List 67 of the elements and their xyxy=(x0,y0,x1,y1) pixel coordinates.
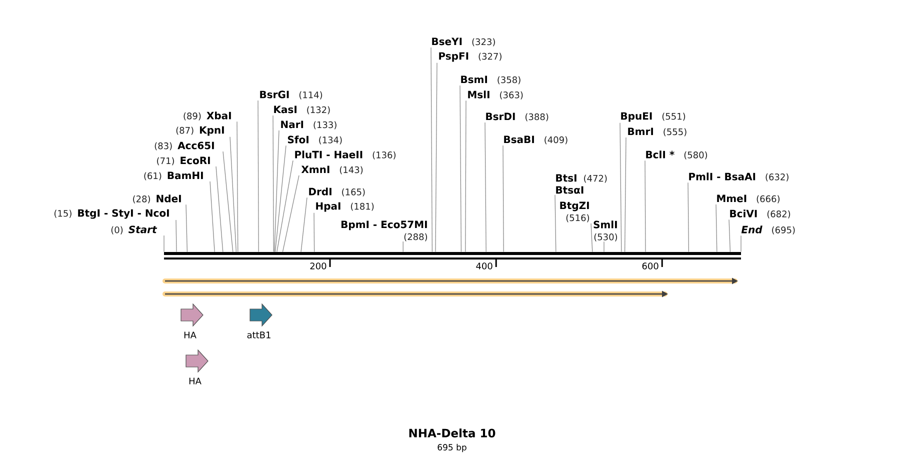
enzyme-label: NarI (133) xyxy=(281,120,336,130)
enzyme-label: (83) Acc65I xyxy=(154,142,214,150)
leader-line xyxy=(210,181,215,252)
leader-line xyxy=(740,235,742,252)
leader-line xyxy=(282,175,300,252)
leader-line xyxy=(236,121,238,252)
enzyme-label: BpmI - Eco57MI (288) xyxy=(341,220,428,242)
leader-line xyxy=(222,151,234,252)
leader-line xyxy=(272,115,274,252)
enzyme-label: BsrGI (114) xyxy=(260,90,322,100)
enzyme-label: MslI (363) xyxy=(468,90,523,100)
leader-line xyxy=(274,145,286,252)
enzyme-label: BtsI (472) BtsαI xyxy=(556,174,607,194)
enzyme-label: PluTI - HaeII (136) xyxy=(295,150,396,160)
enzyme-label: (87) KpnI xyxy=(176,126,224,136)
enzyme-label: BpuEI (551) xyxy=(621,112,686,122)
leader-line xyxy=(402,241,404,252)
leader-line xyxy=(465,100,466,252)
leader-line xyxy=(460,85,462,252)
enzyme-label: End (695) xyxy=(741,226,795,234)
leader-line xyxy=(502,145,504,252)
leader-line xyxy=(624,137,626,252)
title: NHA-Delta 10 xyxy=(409,428,496,438)
leader-line xyxy=(430,47,432,252)
enzyme-label: BmrI (555) xyxy=(628,128,686,136)
leader-line xyxy=(314,212,315,252)
caption: 695 bp xyxy=(438,444,466,452)
enzyme-label: (28) NdeI xyxy=(133,194,181,204)
enzyme-label: BseYI (323) xyxy=(432,38,495,46)
enzyme-label: XmnI (143) xyxy=(301,166,363,174)
enzyme-label: BsaBI (409) xyxy=(504,136,568,144)
enzyme-label: SfoI (134) xyxy=(288,136,342,144)
enzyme-label: MmeI (666) xyxy=(717,194,780,204)
leader-line xyxy=(230,136,236,252)
leader-line xyxy=(300,197,308,252)
enzyme-label: (15) BtgI - StyI - NcoI xyxy=(54,209,169,219)
enzyme-label: BciVI (682) xyxy=(730,210,790,218)
leader-line xyxy=(644,160,646,252)
enzyme-label: (89) XbaI xyxy=(184,112,231,120)
enzyme-label: BtgZI (516) xyxy=(560,202,590,222)
leader-line xyxy=(258,100,259,252)
enzyme-label: BsrDI (388) xyxy=(486,112,548,122)
leader-line xyxy=(435,62,438,252)
enzyme-label: SmlI (530) xyxy=(594,220,618,242)
enzyme-label: HpaI (181) xyxy=(316,202,374,212)
sequence-bar xyxy=(164,252,741,255)
enzyme-label: PspFI (327) xyxy=(439,52,502,62)
enzyme-label: KasI (132) xyxy=(274,106,330,114)
leader-line xyxy=(688,182,689,252)
enzyme-label: BclI * (580) xyxy=(646,150,708,160)
enzyme-label: (71) EcoRI xyxy=(157,156,210,166)
enzyme-label: PmlI - BsaAI (632) xyxy=(689,172,788,182)
leader-line xyxy=(620,122,622,252)
leader-line xyxy=(274,130,280,252)
leader-line xyxy=(216,166,224,252)
enzyme-label: (0) Start xyxy=(111,226,158,234)
leader-line xyxy=(484,122,486,252)
leader-line xyxy=(590,223,593,252)
leader-line xyxy=(716,204,718,252)
leader-line xyxy=(276,160,294,252)
enzyme-label: DrdI (165) xyxy=(309,188,365,196)
enzyme-label: (61) BamHI xyxy=(144,172,203,180)
leader-line xyxy=(176,220,177,252)
enzyme-label: BsmI (358) xyxy=(461,76,520,84)
leader-line xyxy=(554,194,556,252)
leader-line xyxy=(186,204,188,252)
leader-line xyxy=(728,219,730,252)
